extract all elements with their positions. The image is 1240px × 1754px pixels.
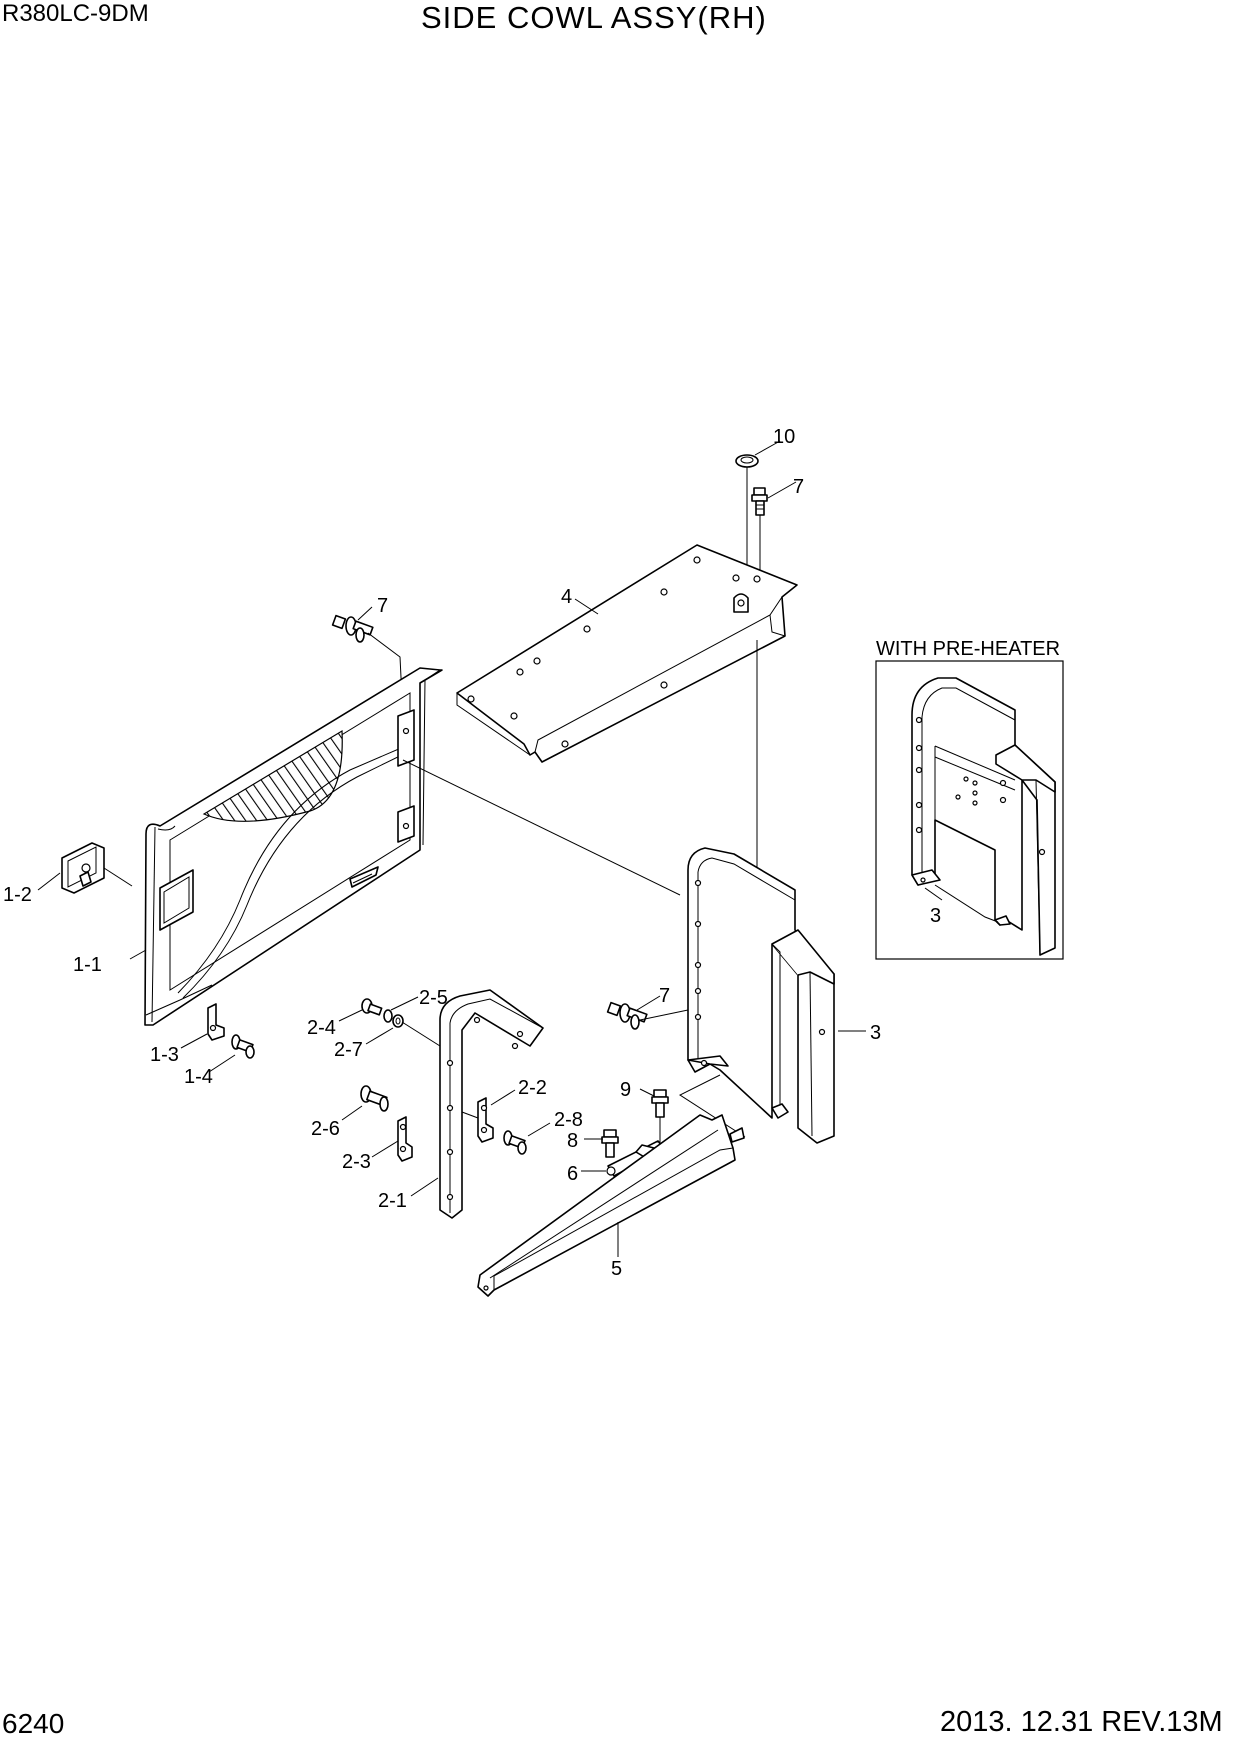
part-2-5-washer[interactable]: [383, 1009, 393, 1023]
leader-line: [129, 949, 147, 960]
callout-7-top: 7: [793, 476, 804, 498]
callout-8: 8: [567, 1130, 578, 1152]
leader-line: [37, 872, 61, 891]
part-10-cap[interactable]: [735, 454, 759, 468]
part-2-4-bolt[interactable]: [361, 998, 383, 1016]
leader-line: [410, 1177, 439, 1197]
callout-2-8: 2-8: [554, 1109, 583, 1131]
part-1-3-bracket[interactable]: [207, 1003, 225, 1041]
callout-6: 6: [567, 1163, 578, 1185]
callout-1-1: 1-1: [73, 954, 102, 976]
part-1-2-latch[interactable]: [61, 842, 105, 894]
part-9-bolt[interactable]: [651, 1089, 669, 1118]
inset-callout-3: 3: [930, 905, 941, 927]
callout-7-mid: 7: [377, 595, 388, 617]
callout-2-5: 2-5: [419, 987, 448, 1009]
page-title: SIDE COWL ASSY(RH): [421, 0, 767, 35]
part-7-bolt-low[interactable]: [606, 1001, 648, 1030]
leader-line: [639, 1009, 689, 1021]
leader-line: [527, 1122, 551, 1137]
leader-line: [402, 759, 681, 896]
callout-5: 5: [611, 1258, 622, 1280]
leader-line: [767, 481, 797, 499]
callout-2-3: 2-3: [342, 1151, 371, 1173]
leader-line: [639, 1088, 655, 1097]
part-8-bolt[interactable]: [601, 1129, 619, 1158]
part-7-bolt-mid[interactable]: [331, 614, 374, 643]
part-2-3-hinge-bracket[interactable]: [397, 1116, 413, 1162]
inset-part-3-side-cowl[interactable]: [911, 677, 1056, 956]
leader-line: [934, 884, 999, 923]
model-number: R380LC-9DM: [2, 0, 149, 27]
leader-line: [365, 1027, 394, 1045]
leader-line: [461, 1111, 479, 1119]
leader-line: [754, 440, 781, 456]
page-number: 6240: [2, 1708, 65, 1739]
callout-10: 10: [773, 426, 795, 448]
inset-label: WITH PRE-HEATER: [876, 638, 1060, 660]
leader-line: [180, 1033, 208, 1049]
callout-2-2: 2-2: [518, 1077, 547, 1099]
part-1-1-door-panel[interactable]: [144, 667, 443, 1026]
callout-2-6: 2-6: [311, 1118, 340, 1140]
leader-line: [574, 598, 599, 615]
leader-line: [390, 996, 419, 1011]
leader-line: [208, 1054, 236, 1073]
leader-line: [636, 995, 661, 1011]
callout-2-1: 2-1: [378, 1190, 407, 1212]
part-5-lower-rail[interactable]: [477, 1114, 745, 1297]
callout-4: 4: [561, 586, 572, 608]
part-3-side-cowl[interactable]: [687, 847, 835, 1144]
callout-2-4: 2-4: [307, 1017, 336, 1039]
leader-line: [371, 1140, 399, 1158]
callout-1-2: 1-2: [3, 884, 32, 906]
leader-line: [357, 606, 373, 621]
leader-line: [338, 1009, 363, 1022]
part-7-bolt-top[interactable]: [751, 487, 768, 516]
callout-9: 9: [620, 1079, 631, 1101]
leader-line: [341, 1105, 363, 1121]
callout-7-low: 7: [659, 985, 670, 1007]
revision-date: 2013. 12.31 REV.13M: [940, 1706, 1223, 1738]
leader-line: [401, 1021, 441, 1047]
part-2-6-bolt[interactable]: [360, 1085, 389, 1112]
part-2-7-washer[interactable]: [392, 1014, 404, 1028]
inset-frame: [875, 660, 1064, 960]
callout-1-3: 1-3: [150, 1044, 179, 1066]
part-1-4-bolt[interactable]: [231, 1034, 255, 1059]
part-2-8-bolt[interactable]: [503, 1130, 527, 1155]
inset-with-pre-heater: [875, 660, 1064, 960]
part-2-1-bracket-frame[interactable]: [439, 989, 544, 1219]
part-4-top-cover[interactable]: [456, 544, 798, 763]
leader-line: [924, 887, 943, 901]
leader-line: [103, 867, 133, 887]
part-2-2-hinge-bracket[interactable]: [477, 1097, 494, 1143]
callout-2-7: 2-7: [334, 1039, 363, 1061]
callout-1-4: 1-4: [184, 1066, 213, 1088]
leader-line: [490, 1089, 516, 1106]
callout-3: 3: [870, 1022, 881, 1044]
